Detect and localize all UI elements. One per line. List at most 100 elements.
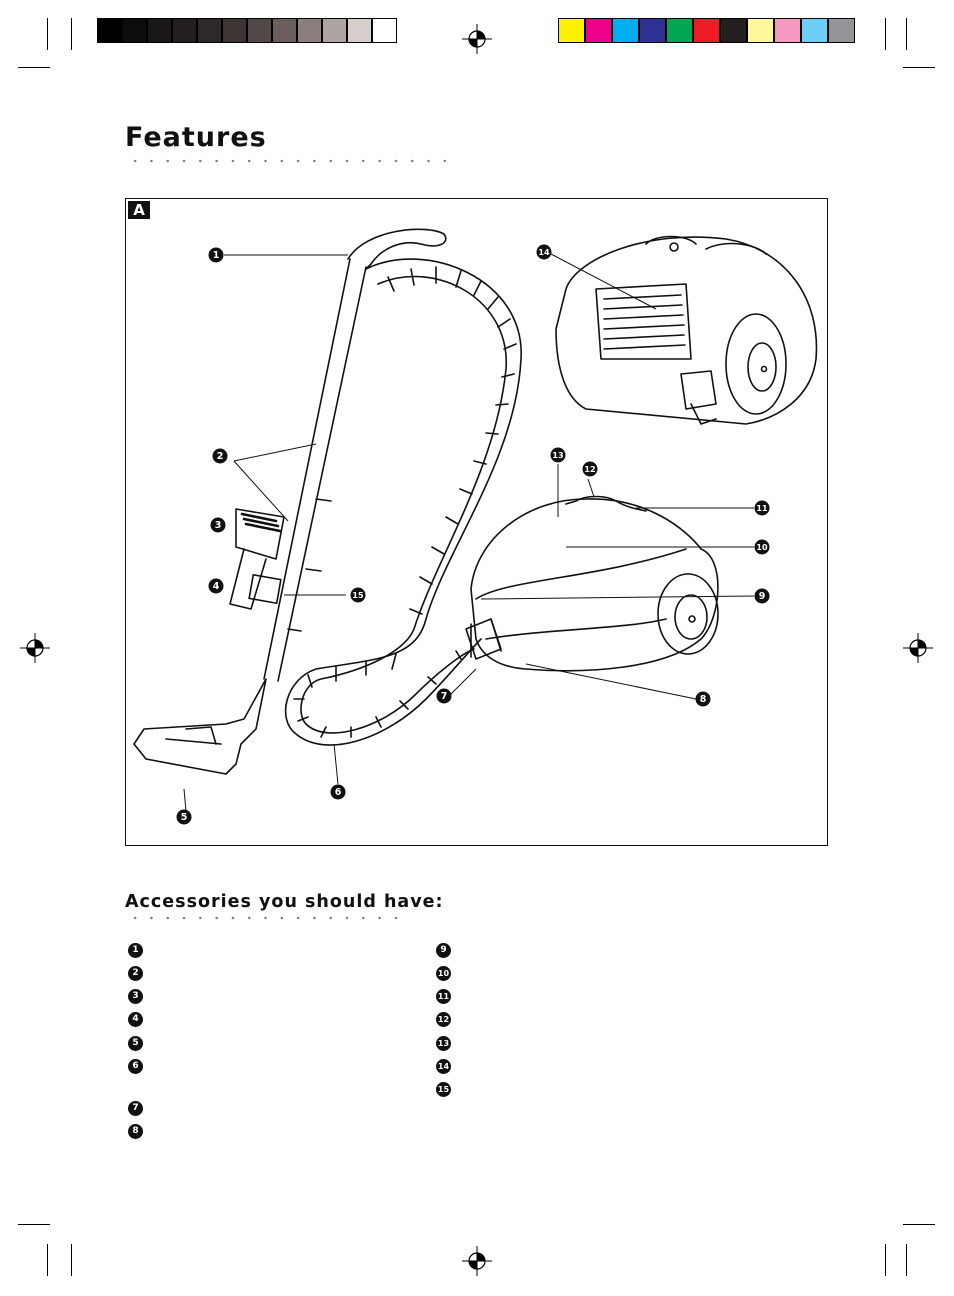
svg-text:9: 9 [759,591,766,602]
legend-number-8: 8 [128,1124,143,1139]
svg-text:6: 6 [335,787,342,798]
crop-mark [18,1224,50,1225]
registration-mark-top [462,24,492,54]
callout-1: 1 [208,247,224,263]
svg-text:14: 14 [538,248,550,257]
svg-text:11: 11 [756,504,768,513]
legend-number-14: 14 [436,1059,451,1074]
gray-swatch [97,18,122,43]
gray-swatch [347,18,372,43]
crop-mark [906,1244,907,1276]
legend-number-10: 10 [436,966,451,981]
gray-swatch [172,18,197,43]
color-swatch [720,18,747,43]
legend-number-3: 3 [128,989,143,1004]
color-swatch [558,18,585,43]
crop-mark [18,67,50,68]
callout-2: 2 [212,448,228,464]
crop-mark [885,18,886,50]
gray-swatch [122,18,147,43]
color-swatch [747,18,774,43]
color-swatch [585,18,612,43]
legend-number-1: 1 [128,943,143,958]
panel-label: A [128,201,150,219]
crop-mark [71,18,72,50]
legend-number-2: 2 [128,966,143,981]
crop-mark [71,1244,72,1276]
legend-number-4: 4 [128,1012,143,1027]
page-title: Features [125,122,267,153]
gray-swatch [247,18,272,43]
title-dotted-rule [127,159,457,163]
legend-number-11: 11 [436,989,451,1004]
crop-mark [903,67,935,68]
callout-7: 7 [436,688,452,704]
accessories-heading: Accessories you should have: [125,892,444,912]
gray-swatch [272,18,297,43]
svg-text:10: 10 [756,543,768,552]
color-swatch [612,18,639,43]
subtitle-dotted-rule [127,916,407,920]
crop-mark [906,18,907,50]
callout-6: 6 [330,784,346,800]
accessory-clip [248,573,282,605]
crop-mark [47,18,48,50]
legend-number-7: 7 [128,1101,143,1116]
gray-swatch [222,18,247,43]
legend-number-5: 5 [128,1036,143,1051]
svg-text:12: 12 [584,465,595,474]
svg-text:5: 5 [181,812,188,823]
color-swatch [693,18,720,43]
legend-number-13: 13 [436,1036,451,1051]
gray-swatch [372,18,397,43]
svg-text:8: 8 [700,694,707,705]
brush-tool [229,508,285,610]
callout-3: 3 [210,517,226,533]
registration-mark-bottom [462,1246,492,1276]
svg-text:7: 7 [441,691,448,702]
legend-number-9: 9 [436,943,451,958]
gray-swatch [197,18,222,43]
callout-8: 8 [695,691,711,707]
legend-number-6: 6 [128,1059,143,1074]
color-swatch [774,18,801,43]
callout-4: 4 [208,578,224,594]
wand-tube [263,258,367,682]
callout-15: 15 [350,587,366,603]
rear-wheel [657,573,719,655]
callout-12: 12 [582,461,598,477]
svg-text:3: 3 [215,520,222,531]
callout-10: 10 [754,539,770,555]
svg-text:4: 4 [213,581,220,592]
svg-text:2: 2 [217,451,224,462]
crop-mark [885,1244,886,1276]
crop-mark [903,1224,935,1225]
registration-mark-left [20,633,50,663]
cleaner-rear-view [555,236,818,425]
registration-mark-right [903,633,933,663]
callout-11: 11 [754,500,770,516]
crop-mark [47,1244,48,1276]
color-swatch [666,18,693,43]
color-swatch [828,18,855,43]
callout-14: 14 [536,244,552,260]
floor-nozzle [133,678,267,775]
svg-text:13: 13 [552,451,563,460]
gray-swatch [322,18,347,43]
legend-number-15: 15 [436,1082,451,1097]
figure-panel: A [125,198,828,846]
gray-swatch [147,18,172,43]
callout-5: 5 [176,809,192,825]
handle-grip [347,228,447,270]
gray-swatch [297,18,322,43]
cleaner-body [470,498,719,672]
callout-13: 13 [550,447,566,463]
legend-number-12: 12 [436,1012,451,1027]
hose [284,258,522,746]
svg-text:1: 1 [213,250,220,261]
svg-text:15: 15 [352,591,364,600]
color-swatch [639,18,666,43]
callout-9: 9 [754,588,770,604]
color-swatch [801,18,828,43]
